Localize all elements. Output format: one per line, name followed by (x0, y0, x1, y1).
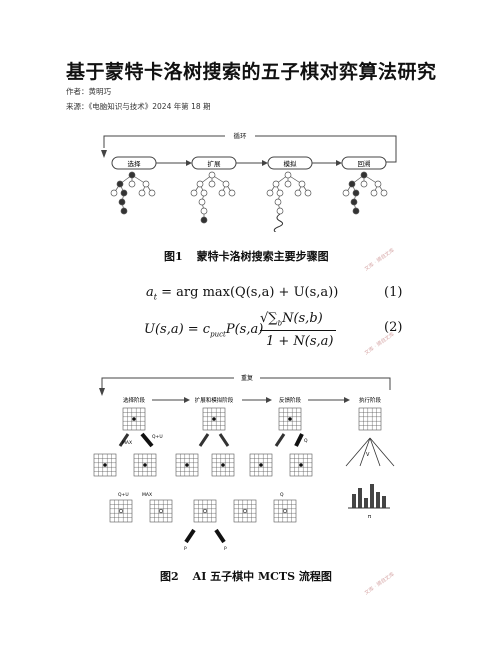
eq2-denom: 1 + N(s,a) (266, 334, 334, 349)
watermark-stamp-2: 文库 · 摘自文库 (363, 331, 396, 357)
fig2-label-v: V (366, 452, 370, 458)
fig2-board-execute-root (358, 407, 382, 431)
fig1-tree-backprop (342, 171, 388, 215)
fig1-loop-label: 循环 (234, 131, 248, 140)
fig2-label-q2: Q (280, 492, 284, 498)
fig2-loop-label: 重复 (241, 374, 253, 382)
eq2-lhs-group: U(s,a) = cpuctP(s,a) (144, 322, 263, 339)
fig2-label-p2: P (224, 546, 227, 552)
equation-2: U(s,a) = cpuctP(s,a) √∑bN(s,b) 1 + N(s,a… (144, 311, 364, 356)
author-line: 作者：黄明巧 (66, 87, 111, 96)
eq1-sub: t (153, 292, 157, 302)
eq1-lhs: a (146, 285, 154, 300)
fig2-label-q1: Q (304, 438, 308, 444)
figure-1-caption-text: 蒙特卡洛树搜索主要步骤图 (196, 250, 329, 263)
figure-2-caption-text: AI 五子棋中 MCTS 流程图 (192, 570, 332, 583)
fig2-label-max2: MAX (142, 492, 152, 498)
fig2-label-max1: MAX (122, 440, 132, 446)
fig1-stage-simulate: 模拟 (267, 156, 313, 170)
paper-title: 基于蒙特卡洛树搜索的五子棋对弈算法研究 (66, 61, 437, 83)
eq2-sum-sub: b (277, 319, 283, 328)
watermark-stamp-3: 文库 · 摘自文库 (363, 571, 396, 597)
fig2-stage-execute: 执行阶段 (359, 396, 382, 404)
eq2-numer: N(s,b) (282, 311, 323, 326)
fig1-stage-label-simulate: 模拟 (284, 159, 298, 168)
equation-2-number: (2) (384, 320, 403, 335)
fig2-stage-expand-sim: 扩展和模拟阶段 (195, 396, 234, 404)
equation-1: at = arg max(Q(s,a) + U(s,a)) (146, 285, 338, 302)
eq1-rhs: = arg max(Q(s,a) + U(s,a)) (161, 285, 339, 300)
fig1-tree-simulate (266, 171, 312, 232)
fig2-label-pi: π (368, 514, 371, 520)
fig1-tree-select (110, 171, 156, 215)
fig1-stage-label-select: 选择 (128, 159, 142, 168)
fig1-tree-expand (190, 171, 236, 224)
source-line: 来源：《电脑知识与技术》2024 年第 18 期 (66, 102, 211, 111)
fig1-stage-label-backprop: 回溯 (358, 159, 371, 168)
watermark-stamp-1: 文库 · 摘自文库 (363, 247, 396, 273)
figure-1-caption: 图1 蒙特卡洛树搜索主要步骤图 (164, 248, 329, 264)
fig2-execute-tree (345, 437, 395, 467)
fig2-label-qu2: Q+U (118, 492, 129, 498)
eq2-lhs: U(s,a) = c (144, 322, 211, 337)
fig2-stage-select: 选择阶段 (123, 396, 146, 404)
figure-1-number: 图1 (164, 250, 183, 263)
fig1-stage-expand: 扩展 (191, 156, 237, 170)
figure-2-number: 图2 (160, 570, 179, 583)
figure-2-caption: 图2 AI 五子棋中 MCTS 流程图 (160, 568, 332, 584)
fig1-stage-select: 选择 (111, 156, 157, 170)
eq2-mid: P(s,a) (225, 322, 264, 337)
fig1-stage-backprop: 回溯 (341, 156, 387, 170)
fig2-stage-feedback: 反馈阶段 (279, 396, 302, 404)
eq2-numerator: √∑bN(s,b) (260, 311, 323, 328)
fig2-policy-bars (352, 484, 386, 508)
fig1-stage-label-expand: 扩展 (208, 159, 222, 168)
eq2-fraction-bar (260, 330, 336, 331)
fig2-label-p1: P (184, 546, 187, 552)
equation-1-number: (1) (384, 285, 403, 300)
figure-2-mcts-flow: 重复 选择阶段 扩展和模拟阶段 反馈阶段 执行阶段 MAX Q+U Q V π … (93, 372, 395, 552)
fig2-label-qu: Q+U (152, 434, 163, 440)
eq2-sub: puct (210, 330, 226, 339)
figure-1-mcts-steps: 循环 选择 扩展 模拟 回溯 (101, 129, 397, 232)
